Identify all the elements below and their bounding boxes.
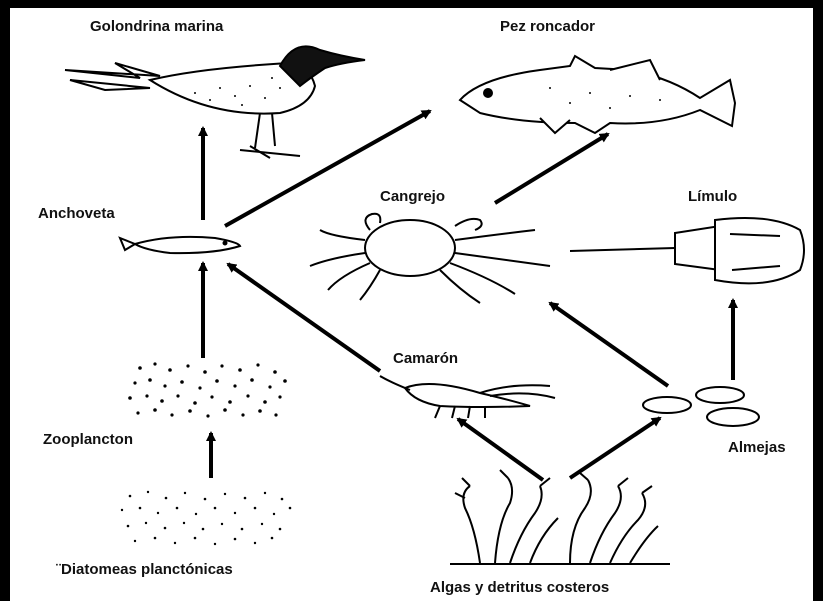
arrow-algae-to-clams [570,418,660,478]
clams-icon [643,387,759,426]
label-golondrina-marina: Golondrina marina [90,18,223,35]
fish-icon [460,56,735,133]
crab-icon [310,214,550,303]
label-zooplancton: Zooplancton [43,431,133,448]
horseshoe-crab-icon [570,218,804,283]
label-camaron: Camarón [393,350,458,367]
zooplankton-icon [128,362,287,417]
arrow-clams-to-crab [550,303,668,386]
algae-icon [450,470,670,564]
anchovy-icon [120,237,240,253]
label-cangrejo: Cangrejo [380,188,445,205]
diatoms-icon [121,491,292,545]
label-anchoveta: Anchoveta [38,205,115,222]
food-web-diagram: Golondrina marina Pez roncador Anchoveta… [10,8,813,601]
label-algas: Algas y detritus costeros [430,579,609,596]
arrow-anchovy-to-fish [225,111,430,226]
tern-icon [65,46,365,158]
shrimp-icon [380,376,555,418]
arrow-crab-to-fish [495,134,608,203]
label-pez-roncador: Pez roncador [500,18,595,35]
label-almejas: Almejas [728,439,786,456]
diagram-canvas [10,8,813,601]
label-limulo: Límulo [688,188,737,205]
label-diatomeas: ¨Diatomeas planctónicas [56,561,233,578]
arrow-shrimp-to-anchovy [228,264,380,371]
